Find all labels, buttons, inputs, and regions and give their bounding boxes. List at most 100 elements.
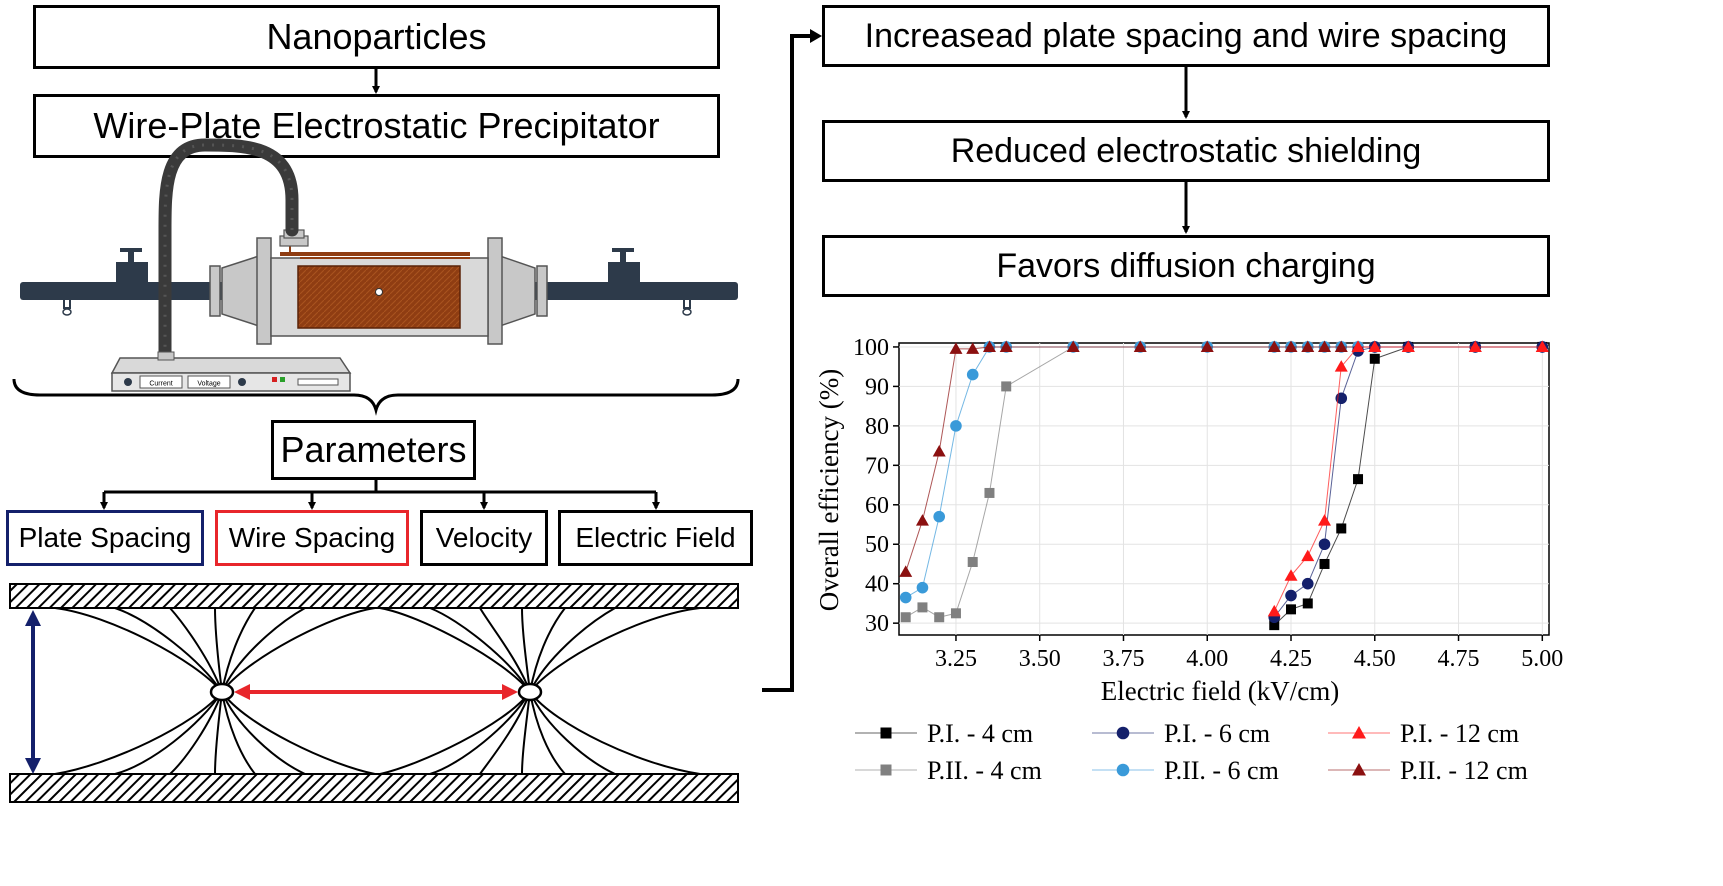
data-point bbox=[1116, 763, 1130, 777]
chart-series bbox=[899, 340, 1549, 631]
y-tick-label: 80 bbox=[865, 414, 889, 440]
wire-spacing-arrow bbox=[234, 684, 518, 700]
data-point bbox=[1368, 340, 1382, 352]
parameters-brace bbox=[12, 378, 740, 416]
data-point bbox=[899, 591, 912, 604]
param-electric-field-label: Electric Field bbox=[575, 522, 736, 553]
esp-device-illustration: Current Voltage bbox=[20, 138, 738, 392]
x-tick-label: 4.00 bbox=[1186, 646, 1228, 672]
data-point bbox=[934, 612, 945, 623]
data-point bbox=[932, 445, 946, 457]
data-point bbox=[1301, 340, 1315, 352]
legend-label: P.I. - 12 cm bbox=[1400, 719, 1519, 748]
param-electric-field: Electric Field bbox=[558, 510, 753, 566]
data-point bbox=[915, 514, 929, 526]
data-point bbox=[1318, 514, 1332, 526]
parameters-connectors bbox=[100, 478, 660, 510]
step-reduced-shielding: Reduced electrostatic shielding bbox=[822, 120, 1550, 182]
data-point bbox=[1302, 598, 1313, 609]
data-point bbox=[950, 420, 962, 432]
step-increased-spacing: Increasead plate spacing and wire spacin… bbox=[822, 5, 1550, 67]
data-point bbox=[917, 602, 928, 613]
data-point bbox=[1351, 340, 1365, 352]
param-velocity-label: Velocity bbox=[435, 522, 533, 553]
panel-label-current: Current bbox=[149, 381, 172, 388]
data-point bbox=[950, 608, 961, 619]
data-point bbox=[1116, 726, 1130, 740]
data-point bbox=[949, 342, 963, 354]
legend-label: P.II. - 4 cm bbox=[927, 756, 1042, 785]
data-point bbox=[1336, 523, 1347, 534]
data-point bbox=[984, 487, 995, 498]
plate-spacing-arrow bbox=[25, 610, 41, 774]
data-point bbox=[1468, 340, 1482, 352]
data-point bbox=[1286, 604, 1297, 615]
chart-ylabel: Overall efficiency (%) bbox=[814, 369, 844, 611]
data-point bbox=[1353, 474, 1364, 485]
legend-item: P.I. - 12 cm bbox=[1328, 719, 1519, 748]
chart-grid bbox=[899, 343, 1549, 635]
legend-label: P.I. - 6 cm bbox=[1164, 719, 1270, 748]
data-point bbox=[966, 368, 979, 381]
param-plate-spacing-label: Plate Spacing bbox=[18, 522, 192, 553]
data-point bbox=[1318, 538, 1331, 551]
data-point bbox=[1267, 604, 1281, 617]
data-point bbox=[966, 342, 980, 354]
data-point bbox=[1535, 340, 1549, 352]
data-point bbox=[1001, 381, 1012, 392]
x-tick-label: 3.25 bbox=[935, 646, 977, 672]
wire-1 bbox=[209, 682, 235, 702]
legend-label: P.II. - 12 cm bbox=[1400, 756, 1528, 785]
parameters-box: Parameters bbox=[271, 420, 476, 480]
data-point bbox=[1200, 340, 1214, 352]
panel-label-voltage: Voltage bbox=[197, 381, 220, 388]
data-point bbox=[916, 581, 929, 594]
x-tick-label: 3.75 bbox=[1102, 646, 1144, 672]
data-point bbox=[1334, 360, 1348, 372]
chart-plot-area bbox=[898, 342, 1550, 636]
wire-2 bbox=[517, 682, 543, 702]
data-point bbox=[1319, 558, 1330, 569]
data-point bbox=[967, 557, 978, 567]
data-point bbox=[900, 612, 911, 623]
x-tick-label: 4.50 bbox=[1354, 646, 1396, 672]
data-point bbox=[999, 340, 1013, 352]
data-point bbox=[1269, 620, 1280, 631]
chart-xlabel: Electric field (kV/cm) bbox=[1101, 676, 1339, 706]
data-point bbox=[1066, 340, 1080, 352]
bottom-plate bbox=[9, 773, 739, 803]
y-tick-label: 40 bbox=[865, 572, 889, 598]
legend-label: P.I. - 4 cm bbox=[927, 719, 1033, 748]
data-point bbox=[1369, 353, 1380, 364]
data-point bbox=[899, 565, 913, 577]
data-point bbox=[982, 340, 996, 352]
parameters-label: Parameters bbox=[280, 429, 467, 470]
legend-item: P.I. - 4 cm bbox=[855, 719, 1033, 748]
esp-box: Wire-Plate Electrostatic Precipitator bbox=[33, 94, 720, 158]
esp-label: Wire-Plate Electrostatic Precipitator bbox=[93, 105, 660, 146]
data-point bbox=[1334, 340, 1348, 352]
legend-item: P.II. - 6 cm bbox=[1092, 756, 1279, 785]
series-line bbox=[1273, 346, 1543, 612]
data-point bbox=[1318, 340, 1332, 352]
data-point bbox=[1301, 577, 1314, 590]
electric-field-illustration bbox=[9, 583, 739, 803]
param-wire-spacing-label: Wire Spacing bbox=[228, 522, 396, 553]
data-point bbox=[1284, 340, 1298, 352]
series-2 bbox=[1267, 340, 1549, 617]
chart-legend: P.I. - 4 cm P.I. - 6 cm P.I. - 12 cm P.II. … bbox=[855, 719, 1528, 785]
y-tick-label: 50 bbox=[865, 532, 889, 558]
y-tick-label: 100 bbox=[853, 335, 889, 361]
step-increased-spacing-label: Increasead plate spacing and wire spacin… bbox=[864, 16, 1508, 55]
y-tick-label: 30 bbox=[865, 611, 889, 637]
step-diffusion-charging: Favors diffusion charging bbox=[822, 235, 1550, 297]
legend-item: P.I. - 6 cm bbox=[1092, 719, 1270, 748]
data-point bbox=[1267, 340, 1281, 352]
x-tick-label: 5.00 bbox=[1521, 646, 1563, 672]
data-point bbox=[1401, 340, 1415, 352]
data-point bbox=[880, 764, 892, 776]
data-point bbox=[1352, 726, 1366, 739]
data-point bbox=[933, 510, 946, 523]
